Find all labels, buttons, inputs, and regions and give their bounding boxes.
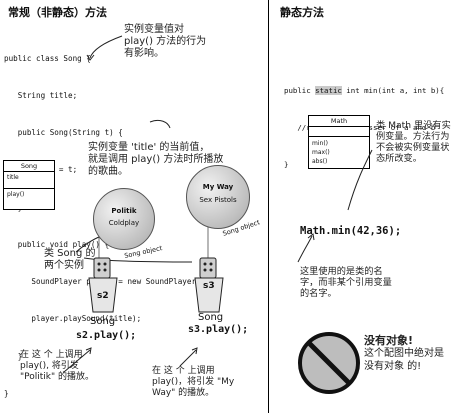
arrow-icon [83,257,193,263]
balloon-song-title: Politik [111,207,137,215]
method-call-s2: s2.play(); [76,330,137,341]
remote-control-icon [88,257,118,313]
note-line: Way" 的播放。 [152,388,215,398]
uml-math-class: Math min() max() abs() [308,115,370,169]
uml-field-empty [309,127,369,137]
note-line: 两个实例 [44,260,84,271]
note-line: 在 这 个 上调用 [152,366,215,376]
uml-class-name: Math [309,116,369,127]
note-instance-variable: 实例变量值对 play() 方法的行为 有影响。 [124,24,244,60]
uml-field: title [4,172,54,189]
arrow-icon [347,149,373,211]
note-line: 例变量。方法行为 [376,131,450,142]
static-method-call: Math.min(42,36); [300,225,402,237]
note-line: 在 这 个 上调用 [20,350,83,360]
reference-type-caption: Song [198,312,224,323]
arrow-icon [297,235,313,263]
note-class-name-used: 这里使用的是类的名 字，而非某个引用变量 的名字。 [300,266,470,299]
note-line: play(), 将引发 [20,361,79,371]
note-play-myway: 在 这 个 上调用 play()，将引发 "My Way" 的播放。 [152,366,262,399]
note-line: 就是调用 play() 方法时所播放 [88,154,224,165]
uml-method: abs() [312,158,328,165]
code-line: player.playSound(title); [4,314,142,324]
uml-song-class: Song title play() [3,160,55,210]
no-object-icon [298,332,360,394]
song-object-balloon-politik: Politik Coldplay [93,188,155,250]
note-line: 这里使用的是类的名 [300,266,383,277]
note-line: 有影响。 [124,48,164,59]
note-line: "Politik" 的播放。 [20,372,94,382]
note-line: 实例变量值对 [124,24,184,35]
uml-method: play() [7,191,25,198]
note-line: 不会被实例变量状 [376,142,450,153]
arrow-icon [63,349,91,373]
balloon-song-artist: Sex Pistols [199,196,237,204]
uml-method: max() [312,149,330,156]
arrow-head-icon [191,347,198,355]
note-title-variable: 实例变量 'title' 的当前值， 就是调用 play() 方法时所播放 的歌… [88,142,268,178]
code-line: } [4,351,23,361]
note-no-object: 没有对象! 这个配图中绝对是 没有对象 的! [364,334,474,373]
code-line: public static int min(int a, int b){ [284,85,444,97]
left-section-title: 常规（非静态）方法 [8,6,107,19]
note-two-instances: 类 Song 的 两个实例 [44,248,114,272]
code-line: String title; [4,91,78,101]
note-line: 类 Song 的 [44,248,96,259]
note-line: 态所改变。 [376,153,422,164]
note-line: 字，而非某个引用变量 [300,277,392,288]
method-call-s3: s3.play(); [188,324,249,335]
note-line: 这个配图中绝对是 [364,348,444,359]
arrow-head-icon [307,233,315,241]
arrow-icon [179,349,197,367]
note-math-no-instance: 类 Math 里没有实 例变量。方法行为 不会被实例变量状 态所改变。 [376,120,472,164]
no-object-title: 没有对象! [364,334,414,347]
note-line: 的歌曲。 [88,166,128,177]
uml-class-name: Song [4,161,54,172]
code-line: } [4,388,9,398]
arrow-icon [149,119,171,129]
note-line: 类 Math 里没有实 [376,120,451,131]
note-line: play() 方法的行为 [124,36,207,47]
arrow-icon [89,35,123,59]
reference-type-caption: Song [90,316,116,327]
note-play-politik: 在 这 个 上调用 play(), 将引发 "Politik" 的播放。 [20,350,120,383]
right-arrows [297,149,373,263]
uml-methods: min() max() abs() [309,137,369,168]
note-line: 的名字。 [300,288,337,299]
column-divider [268,0,269,413]
note-line: 实例变量 'title' 的当前值， [88,142,210,153]
code-text: public [284,85,316,95]
static-keyword: static [315,85,342,95]
balloon-song-title: My Way [202,183,234,191]
note-line: play()，将引发 "My [152,377,235,387]
code-line: public Song(String t) { [4,128,123,138]
note-line: 没有对象 的! [364,361,422,372]
arrow-head-icon [86,54,95,61]
code-line: } [284,160,289,170]
reference-variable-label: s3 [203,281,215,291]
code-text: int min(int a, int b){ [341,85,445,95]
right-section-title: 静态方法 [280,6,324,19]
reference-variable-label: s2 [97,291,109,301]
left-arrows [63,35,209,373]
song-object-balloon-myway: My Way Sex Pistols [186,165,250,229]
arrow-head-icon [85,347,92,355]
balloon-song-artist: Coldplay [108,219,140,227]
remote-control-icon [194,257,224,313]
uml-method: min() [312,140,328,147]
